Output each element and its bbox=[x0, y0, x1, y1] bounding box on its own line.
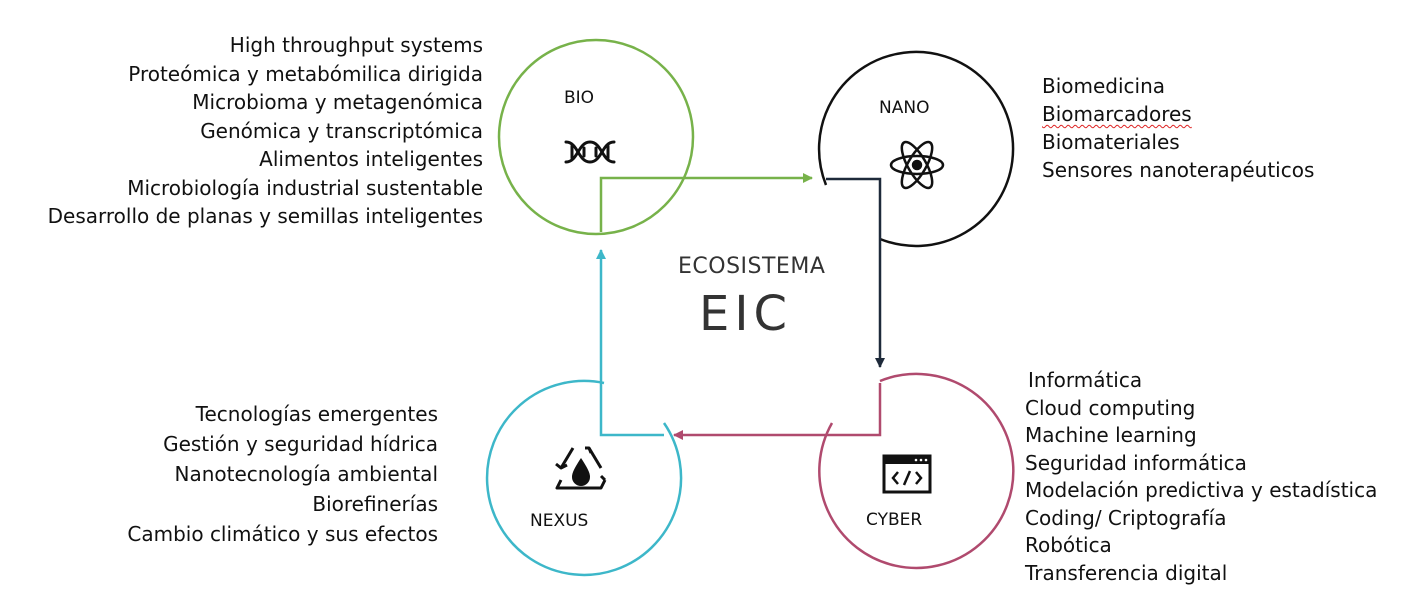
list-item: Proteómica y metabómilica dirigida bbox=[128, 61, 483, 86]
nexus-circle bbox=[485, 379, 683, 577]
list-item: Biomedicina bbox=[1042, 74, 1166, 98]
atom-icon bbox=[889, 140, 945, 190]
list-item: Machine learning bbox=[1025, 423, 1197, 447]
nano-topics-list: Biomedicina Biomarcadores Biomateriales … bbox=[1042, 72, 1314, 184]
bio-topics-list: High throughput systems Proteómica y met… bbox=[48, 31, 483, 231]
list-item: Sensores nanoterapéuticos bbox=[1042, 158, 1315, 182]
list-item: Robótica bbox=[1025, 533, 1112, 557]
nano-label: NANO bbox=[879, 98, 930, 118]
arrow-nexus-to-bio bbox=[596, 249, 664, 437]
list-item: Biorefinerías bbox=[312, 492, 438, 516]
list-item: Microbioma y metagenómica bbox=[192, 90, 483, 114]
nano-circle bbox=[817, 50, 1015, 248]
list-item: Informática bbox=[1028, 368, 1143, 392]
arrow-cyber-to-nexus bbox=[673, 383, 882, 440]
list-item: Tecnologías emergentes bbox=[195, 402, 438, 426]
dna-icon bbox=[564, 140, 616, 164]
list-item: Modelación predictiva y estadística bbox=[1025, 478, 1378, 502]
list-item: Transferencia digital bbox=[1025, 560, 1228, 585]
arrow-nano-to-cyber bbox=[826, 177, 885, 368]
nexus-label: NEXUS bbox=[530, 511, 589, 531]
list-item: Genómica y transcriptómica bbox=[200, 118, 483, 143]
center-subtitle: ECOSISTEMA bbox=[678, 254, 826, 279]
bio-circle bbox=[497, 38, 695, 236]
recycle-water-icon bbox=[555, 446, 607, 490]
bio-label: BIO bbox=[564, 88, 595, 108]
list-item: Gestión y seguridad hídrica bbox=[163, 432, 438, 456]
list-item: Microbiología industrial sustentable bbox=[127, 175, 483, 200]
list-item: Seguridad informática bbox=[1025, 450, 1247, 475]
nexus-topics-list: Tecnologías emergentes Gestión y segurid… bbox=[127, 399, 438, 549]
list-item: Biomateriales bbox=[1042, 130, 1180, 154]
cyber-circle bbox=[818, 372, 1015, 570]
list-item: High throughput systems bbox=[229, 33, 483, 57]
code-window-icon bbox=[882, 454, 932, 494]
center-title: EIC bbox=[699, 286, 792, 342]
list-item: Cloud computing bbox=[1025, 395, 1196, 420]
arrow-bio-to-nano bbox=[599, 173, 813, 232]
cyber-label: CYBER bbox=[866, 510, 923, 530]
cyber-topics-list: Informática Cloud computing Machine lear… bbox=[1025, 367, 1377, 587]
list-item: Desarrollo de planas y semillas intelige… bbox=[47, 204, 483, 228]
list-item: Cambio climático y sus efectos bbox=[127, 522, 438, 546]
list-item: Coding/ Criptografía bbox=[1025, 505, 1227, 530]
list-item: Alimentos inteligentes bbox=[259, 147, 483, 171]
list-item: Nanotecnología ambiental bbox=[174, 462, 438, 486]
list-item: Biomarcadores bbox=[1042, 102, 1192, 126]
